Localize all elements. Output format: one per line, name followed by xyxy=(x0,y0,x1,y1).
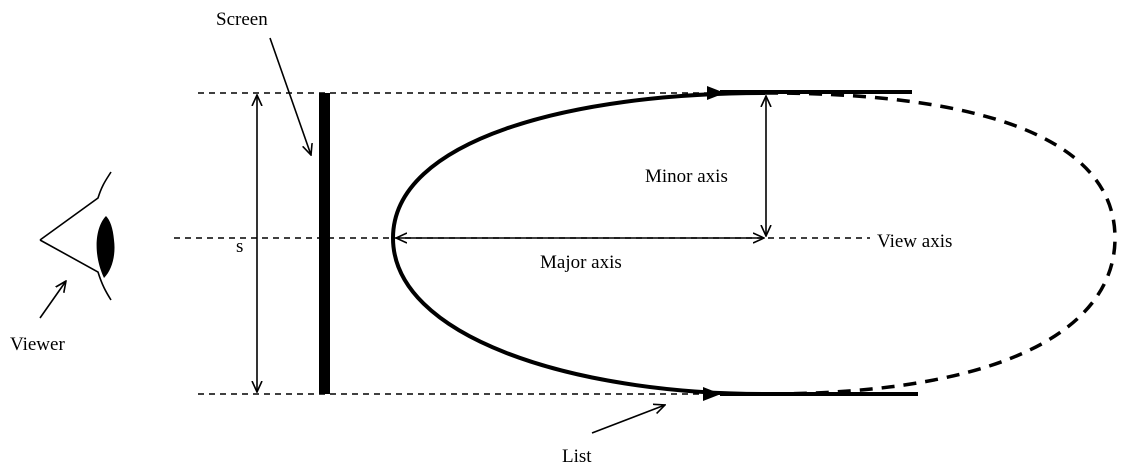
list-bottom-direction-arrow xyxy=(703,387,721,401)
s-label: s xyxy=(236,236,243,257)
list-label: List xyxy=(562,446,592,467)
viewer-pointer-arrow xyxy=(39,281,66,319)
viewer-label: Viewer xyxy=(10,334,65,355)
screen-pointer-arrow xyxy=(269,37,311,155)
list-ellipse-dashed-curve xyxy=(764,91,1117,396)
screen-bar xyxy=(319,93,330,394)
screen-label: Screen xyxy=(216,9,268,30)
list-ellipse-solid-curve xyxy=(390,91,766,396)
view-axis-label: View axis xyxy=(877,231,952,252)
list-top-direction-arrow xyxy=(707,86,725,100)
minor-axis-label: Minor axis xyxy=(645,166,728,187)
major-axis-label: Major axis xyxy=(540,252,622,273)
list-pointer-arrow xyxy=(591,405,665,434)
viewer-eye-icon xyxy=(39,171,115,301)
